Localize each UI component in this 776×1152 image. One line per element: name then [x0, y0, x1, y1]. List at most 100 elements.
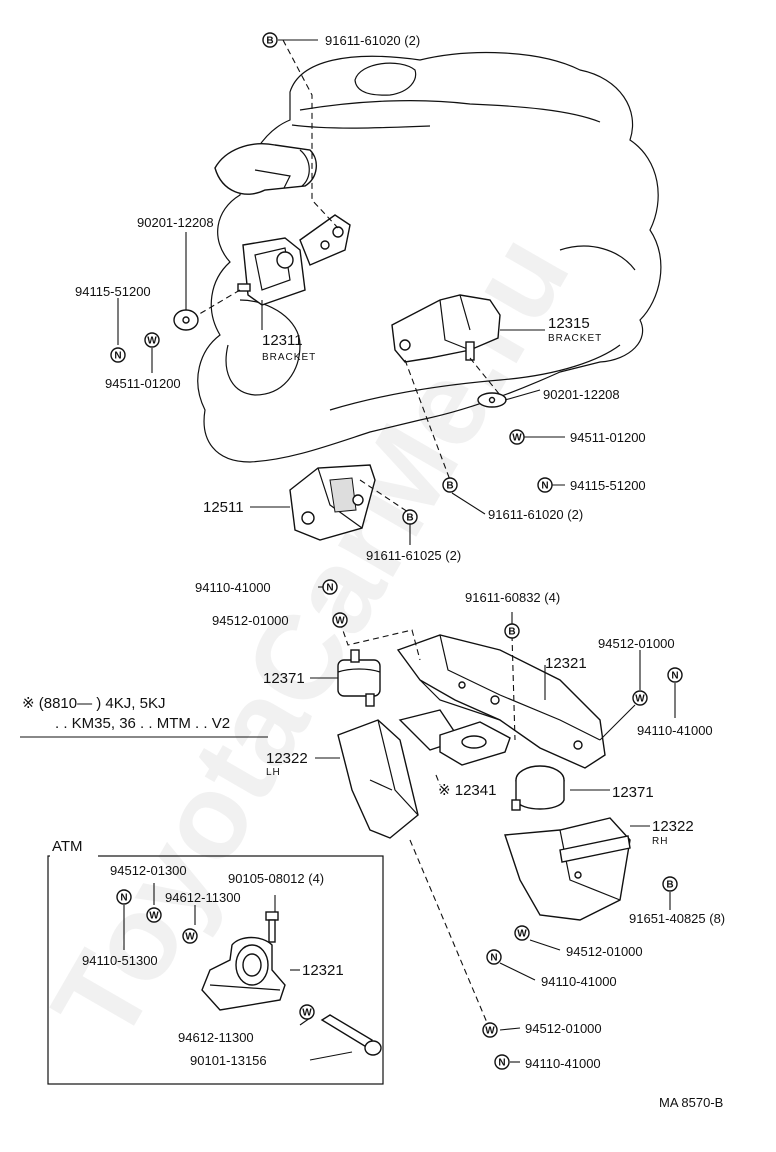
nut-left-label: 94115-51200 [75, 284, 151, 299]
bolt-symbol-letter: B [446, 481, 453, 492]
washer-symbol-icon: W [514, 925, 530, 941]
atm-frame [47, 855, 384, 1085]
washer-left-label: 94511-01200 [105, 376, 181, 391]
atm-bolt-a-illustration [265, 911, 279, 943]
bolt-symbol-letter: B [406, 513, 413, 524]
atm-bolt-a-label: 90105-08012 (4) [228, 871, 324, 886]
bolt-symbol-icon: B [504, 623, 520, 639]
bolt-symbol-letter: B [266, 36, 273, 47]
bolt-symbol-icon: B [442, 477, 458, 493]
washer-symbol-letter: W [302, 1008, 312, 1019]
nut-symbol-icon: N [494, 1054, 510, 1070]
washer-symbol-letter: W [485, 1026, 495, 1037]
atm-member-label: 12321 [302, 962, 344, 979]
bracket-12315-number: 12315 [548, 315, 590, 332]
washer-lower-label: 94512-01000 [212, 613, 289, 628]
nut-member-r-label: 94110-41000 [637, 723, 713, 738]
nut-symbol-letter: N [671, 671, 678, 682]
bolt-top-label: 91611-61020 (2) [325, 33, 420, 48]
washer-rh-label: 94512-01000 [566, 944, 643, 959]
mount-12511-label: 12511 [203, 499, 244, 516]
washer-symbol-letter: W [335, 616, 345, 627]
nut-symbol-icon: N [322, 579, 338, 595]
bracket-12311-word: BRACKET [262, 352, 316, 363]
insulator-12371-left-illustration [337, 649, 381, 707]
washer-symbol-letter: W [149, 911, 159, 922]
washer-member-r-label: 94512-01000 [598, 636, 675, 651]
nut-symbol-letter: N [326, 583, 333, 594]
washer-symbol-letter: W [185, 932, 195, 943]
diagram-code: MA 8570-B [659, 1095, 723, 1110]
note-line-2: . . KM35, 36 . . MTM . . V2 [55, 715, 230, 732]
washer-right-label: 94511-01200 [570, 430, 646, 445]
bracket-lh-number: 12322 [266, 750, 308, 767]
plate-12341-illustration [439, 721, 511, 766]
nut-symbol-icon: N [116, 889, 132, 905]
engine-block-illustration [197, 51, 662, 463]
washer-symbol-letter: W [512, 433, 522, 444]
washer-symbol-icon: W [332, 612, 348, 628]
atm-washer-b-label: 94612-11300 [165, 890, 241, 905]
washer-symbol-letter: W [147, 336, 157, 347]
washer-plate-right-label: 90201-12208 [543, 387, 620, 402]
atm-title: ATM [52, 838, 83, 855]
bracket-12322-rh-illustration [504, 817, 631, 921]
nut-symbol-letter: N [114, 351, 121, 362]
atm-bolt-b-label: 90101-13156 [190, 1053, 267, 1068]
nut-symbol-letter: N [498, 1058, 505, 1069]
bolt-symbol-letter: B [666, 880, 673, 891]
nut-symbol-letter: N [541, 481, 548, 492]
nut-symbol-icon: N [486, 949, 502, 965]
plate-12341-label: ※ 12341 [438, 782, 496, 799]
washer-symbol-icon: W [144, 332, 160, 348]
washer-bottom-label: 94512-01000 [525, 1021, 602, 1036]
insulator-12371-right-illustration [511, 765, 565, 811]
washer-symbol-letter: W [517, 929, 527, 940]
bracket-lh-side: LH [266, 767, 281, 778]
washer-plate-left-label: 90201-12208 [137, 215, 214, 230]
atm-washer-c-label: 94612-11300 [178, 1030, 254, 1045]
insulator-right-label: 12371 [612, 784, 654, 801]
washer-symbol-icon: W [509, 429, 525, 445]
bolt-rh-label: 91651-40825 (8) [629, 911, 725, 926]
washer-symbol-icon: W [146, 907, 162, 923]
bolt-symbol-icon: B [662, 876, 678, 892]
note-line-1: ※ (8810— ) 4KJ, 5KJ [22, 695, 165, 712]
washer-symbol-icon: W [632, 690, 648, 706]
bracket-rh-number: 12322 [652, 818, 694, 835]
member-12321-label: 12321 [545, 655, 587, 672]
member-12321-illustration [396, 634, 606, 769]
nut-lower-label: 94110-41000 [195, 580, 271, 595]
atm-member-illustration [201, 936, 286, 1011]
nut-bottom-label: 94110-41000 [525, 1056, 601, 1071]
bolt-member-label: 91611-60832 (4) [465, 590, 560, 605]
washer-symbol-letter: W [635, 694, 645, 705]
nut-symbol-letter: N [120, 893, 127, 904]
bolt-front-label: 91611-61025 (2) [366, 548, 461, 563]
bracket-12315-word: BRACKET [548, 333, 602, 344]
atm-nut-a-label: 94110-51300 [82, 953, 158, 968]
nut-symbol-letter: N [490, 953, 497, 964]
bracket-12311-illustration [237, 214, 351, 306]
washer-symbol-icon: W [182, 928, 198, 944]
bolt-right-label: 91611-61020 (2) [488, 507, 583, 522]
washer-symbol-icon: W [299, 1004, 315, 1020]
bolt-symbol-icon: B [402, 509, 418, 525]
atm-inset [47, 838, 384, 1085]
nut-right-label: 94115-51200 [570, 478, 646, 493]
nut-rh-label: 94110-41000 [541, 974, 617, 989]
nut-symbol-icon: N [110, 347, 126, 363]
bolt-symbol-icon: B [262, 32, 278, 48]
atm-bolt-b-illustration [320, 1014, 382, 1056]
bolt-symbol-letter: B [508, 627, 515, 638]
bracket-12311-number: 12311 [262, 332, 303, 349]
insulator-left-label: 12371 [263, 670, 305, 687]
bracket-12315-illustration [391, 294, 501, 363]
washer-symbol-icon: W [482, 1022, 498, 1038]
atm-washer-a-label: 94512-01300 [110, 863, 187, 878]
mount-12511-illustration [289, 464, 376, 541]
nut-symbol-icon: N [537, 477, 553, 493]
bracket-rh-side: RH [652, 836, 668, 847]
nut-symbol-icon: N [667, 667, 683, 683]
